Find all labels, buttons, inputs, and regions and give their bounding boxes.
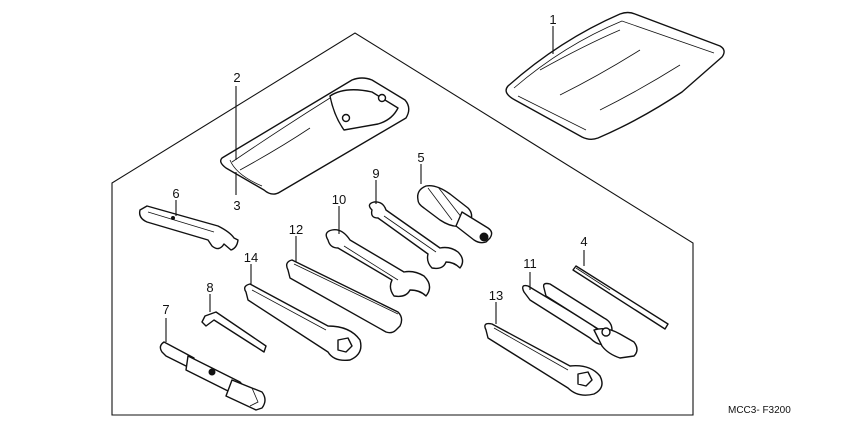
part-ref-9: 9 <box>372 166 379 181</box>
part-ref-8: 8 <box>206 280 213 295</box>
part-ref-12: 12 <box>289 222 303 237</box>
part-ref-13: 13 <box>489 288 503 303</box>
part-ref-1: 1 <box>549 12 556 27</box>
pin-spanner-part-6[interactable] <box>138 205 239 251</box>
part-ref-10: 10 <box>332 192 346 207</box>
screwdriver-blade-part-4[interactable] <box>572 265 669 330</box>
spark-plug-wrench-part-7[interactable] <box>159 341 266 411</box>
handle-bar-part-12[interactable] <box>285 259 403 334</box>
diagram-code: MCC3- F3200 <box>728 405 791 416</box>
pliers-part-11[interactable] <box>521 282 638 359</box>
part-ref-14: 14 <box>244 250 258 265</box>
tool-pouch-part-2[interactable] <box>219 77 410 195</box>
hex-key-part-8[interactable] <box>201 311 267 353</box>
part-ref-7: 7 <box>162 302 169 317</box>
open-end-wrench-part-9[interactable] <box>368 201 464 270</box>
part-ref-11: 11 <box>523 256 537 271</box>
part-ref-4: 4 <box>580 234 587 249</box>
group-frame <box>111 32 694 416</box>
part-ref-2: 2 <box>233 70 240 85</box>
screwdriver-handle-part-5[interactable] <box>416 184 493 244</box>
open-end-wrench-part-10[interactable] <box>325 229 431 298</box>
combination-wrench-part-13[interactable] <box>484 322 603 396</box>
part-ref-3: 3 <box>233 198 240 213</box>
tool-bag-part-1[interactable] <box>505 11 725 140</box>
box-wrench-part-14[interactable] <box>243 283 362 362</box>
part-ref-5: 5 <box>417 150 424 165</box>
part-ref-6: 6 <box>172 186 179 201</box>
